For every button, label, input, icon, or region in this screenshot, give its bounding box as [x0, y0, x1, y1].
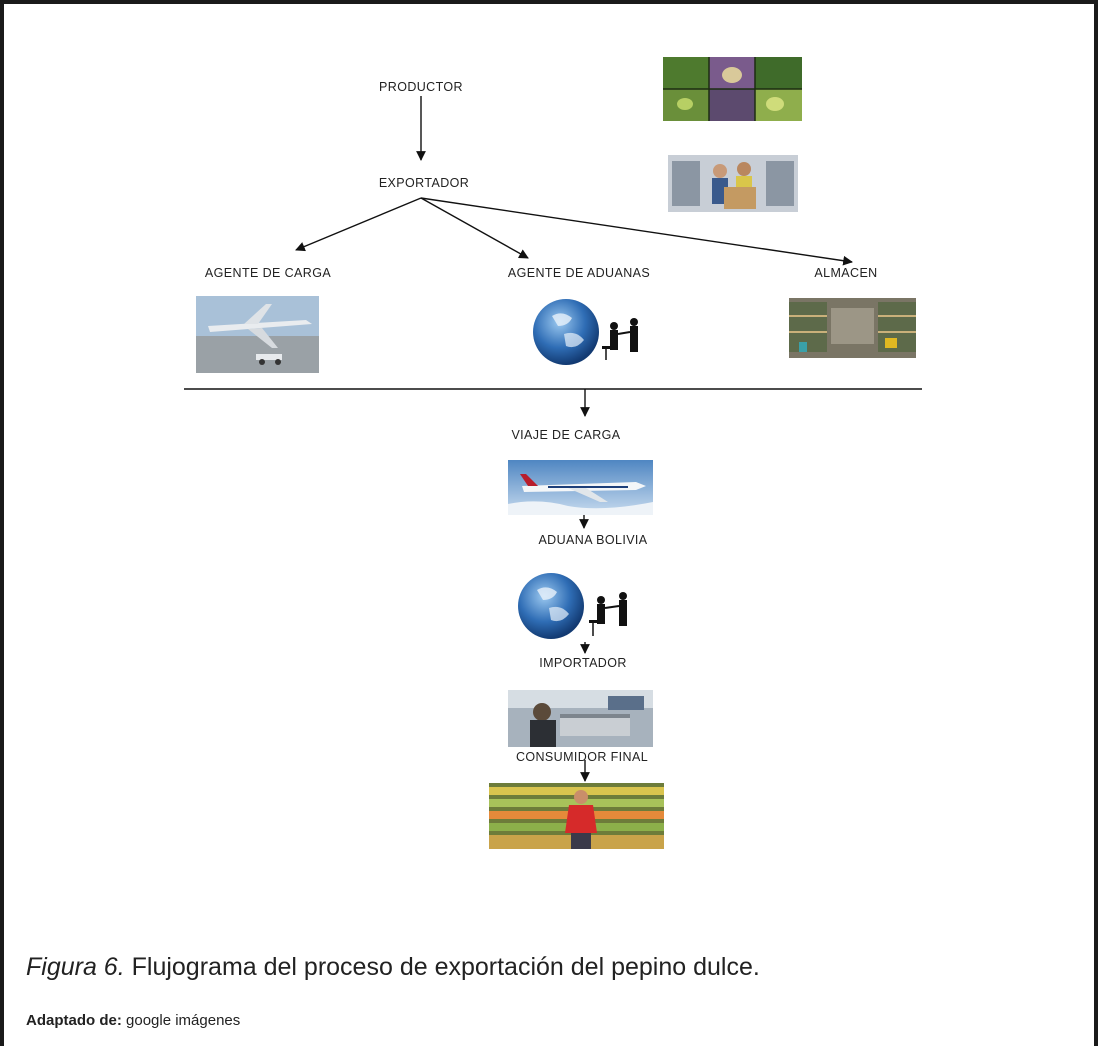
- arrow-exportador-agente-aduanas: [420, 197, 529, 259]
- supermarket-shopper-photo: [489, 783, 664, 849]
- figure-label: Figura 6.: [26, 953, 125, 981]
- node-agente-de-aduanas: AGENTE DE ADUANAS: [507, 266, 651, 280]
- source-text: google imágenes: [126, 1012, 241, 1029]
- node-exportador: EXPORTADOR: [378, 176, 470, 190]
- airliner-photo: [508, 460, 653, 515]
- node-almacen: ALMACEN: [814, 266, 878, 280]
- shipping-worker-photo: [508, 690, 653, 747]
- node-importador: IMPORTADOR: [539, 656, 627, 670]
- cargo-plane-photo: [196, 296, 319, 373]
- node-viaje-de-carga: VIAJE DE CARGA: [511, 428, 621, 442]
- fruit-collage-photo: [663, 57, 802, 121]
- globe-business-photo: [514, 296, 654, 366]
- source-label: Adaptado de:: [26, 1012, 122, 1029]
- warehouse-worker-photo: [668, 155, 798, 212]
- globe-business-photo-2: [505, 570, 647, 642]
- warehouse-aisle-photo: [789, 298, 916, 358]
- arrow-exportador-agente-carga: [295, 197, 422, 252]
- node-consumidor-final: CONSUMIDOR FINAL: [515, 750, 649, 764]
- source-note: Adaptado de: google imágenes: [26, 1012, 240, 1029]
- figure-caption-text: Flujograma del proceso de exportación de…: [131, 953, 760, 981]
- node-agente-de-carga: AGENTE DE CARGA: [204, 266, 332, 280]
- node-aduana-bolivia: ADUANA BOLIVIA: [538, 533, 648, 547]
- figure-caption: Figura 6. Flujograma del proceso de expo…: [26, 948, 826, 986]
- node-productor: PRODUCTOR: [379, 80, 463, 94]
- arrow-exportador-almacen: [420, 197, 853, 266]
